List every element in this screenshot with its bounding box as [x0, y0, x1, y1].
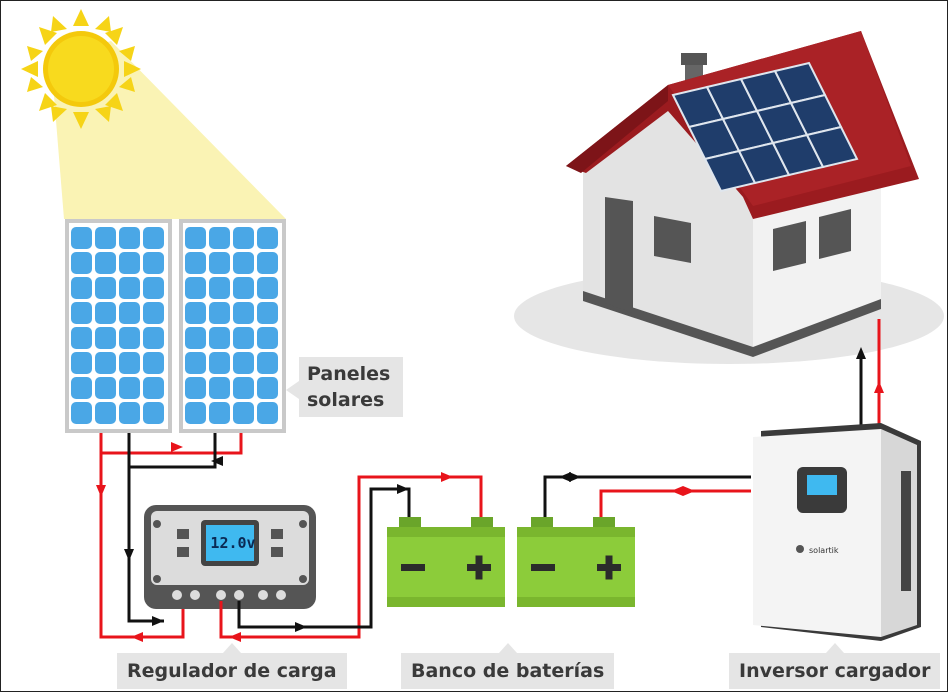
solar-cell — [185, 227, 206, 249]
solar-cell — [185, 327, 206, 349]
solar-cell — [95, 302, 116, 324]
solar-cell — [95, 327, 116, 349]
label-solar-panels: Paneles solares — [286, 357, 403, 417]
solar-cell — [209, 327, 230, 349]
solar-cell — [143, 402, 164, 424]
solar-cell — [209, 227, 230, 249]
solar-cell — [71, 402, 92, 424]
solar-cell — [71, 277, 92, 299]
battery-2-icon — [517, 517, 635, 607]
solar-cell — [71, 227, 92, 249]
solar-cell — [95, 277, 116, 299]
solar-cell — [233, 302, 254, 324]
solar-panel-right — [179, 219, 286, 433]
solar-cell — [233, 377, 254, 399]
sun-icon — [21, 9, 141, 129]
solar-cell — [185, 277, 206, 299]
solar-cell — [257, 227, 278, 249]
regulator-voltage-readout: 12.0v — [210, 534, 256, 552]
solar-cell — [233, 327, 254, 349]
solar-cell — [119, 252, 140, 274]
battery-1-icon — [387, 517, 505, 607]
regulator-battery-wiring — [219, 319, 881, 639]
solar-cell — [185, 402, 206, 424]
solar-cell — [209, 277, 230, 299]
solar-cell — [143, 277, 164, 299]
solar-cell — [143, 227, 164, 249]
label-battery-bank: Banco de baterías — [401, 643, 615, 689]
solar-cell — [119, 327, 140, 349]
solar-cell — [119, 352, 140, 374]
inverter-brand-label: solartik — [809, 546, 839, 555]
solar-cell — [143, 377, 164, 399]
solar-cell — [71, 252, 92, 274]
solar-cell — [143, 302, 164, 324]
solar-cell — [143, 352, 164, 374]
solar-cell — [119, 302, 140, 324]
solar-cell — [119, 227, 140, 249]
solar-cell — [95, 402, 116, 424]
solar-cell — [233, 227, 254, 249]
solar-cell — [233, 352, 254, 374]
solar-cell — [185, 352, 206, 374]
label-solar-panels-line1: Paneles — [307, 363, 391, 385]
label-charge-regulator: Regulador de carga — [117, 643, 347, 689]
solar-panel-left — [65, 219, 172, 433]
solar-cell — [209, 252, 230, 274]
solar-cell — [71, 352, 92, 374]
solar-cell — [209, 352, 230, 374]
solar-cell — [257, 377, 278, 399]
solar-cell — [143, 252, 164, 274]
charge-regulator-icon — [144, 505, 316, 609]
solar-cell — [257, 302, 278, 324]
current-arrows — [96, 347, 884, 642]
solar-cell — [71, 327, 92, 349]
house-icon — [566, 31, 919, 357]
inverter-charger-icon — [753, 423, 921, 641]
solar-cell — [257, 252, 278, 274]
solar-cell — [143, 327, 164, 349]
solar-cell — [233, 252, 254, 274]
solar-cell — [233, 277, 254, 299]
solar-cell — [257, 352, 278, 374]
solar-cell — [185, 302, 206, 324]
solar-cell — [185, 252, 206, 274]
solar-cell — [119, 277, 140, 299]
solar-cell — [95, 252, 116, 274]
solar-cell — [209, 302, 230, 324]
solar-cell — [233, 402, 254, 424]
solar-cell — [71, 377, 92, 399]
label-solar-panels-line2: solares — [307, 389, 385, 411]
solar-cell — [257, 277, 278, 299]
solar-cell — [95, 377, 116, 399]
regulator-lcd — [206, 525, 254, 561]
solar-cell — [209, 402, 230, 424]
solar-cell — [95, 227, 116, 249]
solar-cell — [257, 402, 278, 424]
solar-cell — [185, 377, 206, 399]
solar-cell — [119, 377, 140, 399]
solar-cell — [95, 352, 116, 374]
solar-cell — [119, 402, 140, 424]
solar-cell — [209, 377, 230, 399]
solar-cell — [257, 327, 278, 349]
label-inverter-charger: Inversor cargador — [729, 643, 941, 689]
solar-cell — [71, 302, 92, 324]
